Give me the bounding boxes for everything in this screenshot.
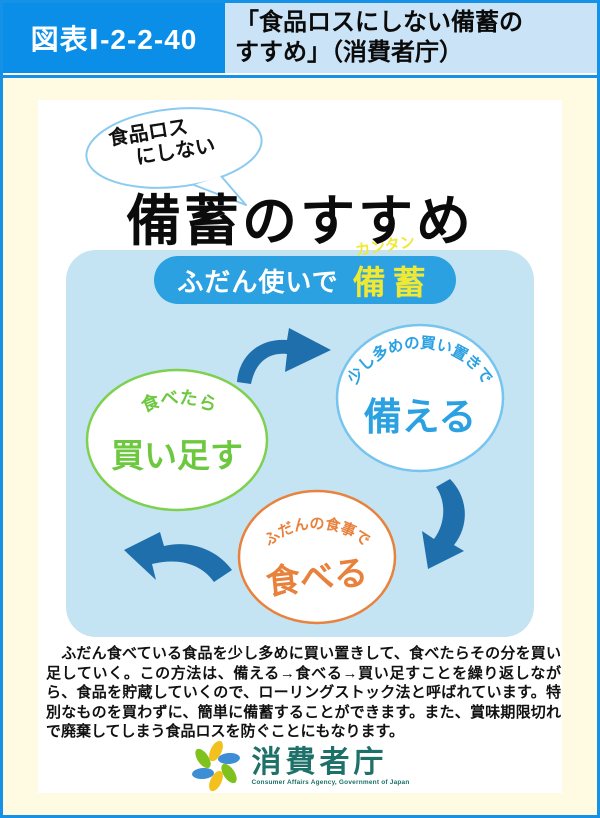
cycle-node-sonaeru: 少し多めの買い置きで 備える [335, 323, 505, 473]
description-paragraph: ふだん食べている食品を少し多めに買い置きして、食べたらその分を買い足していく。こ… [46, 645, 561, 740]
node-kaitasu-label: 買い足す [111, 437, 243, 474]
cycle-node-kaitasu: 食べたら 買い足す [85, 368, 269, 512]
agency-logo: 消費者庁 Consumer Affairs Agency, Government… [38, 740, 562, 792]
figure-number-label: 図表Ⅰ-2-2-40 [3, 3, 225, 73]
cycle-node-taberu: ふだんの食事で 食べる [237, 489, 397, 625]
poster-card: 食品ロス にしない 備蓄のすすめ ふだん使いで カンタン 備蓄 [38, 100, 562, 793]
figure-content: 食品ロス にしない 備蓄のすすめ ふだん使いで カンタン 備蓄 [3, 75, 597, 812]
figure-header: 図表Ⅰ-2-2-40 「食品ロスにしない備蓄の すすめ」（消費者庁） [3, 3, 597, 75]
figure-title: 「食品ロスにしない備蓄の すすめ」（消費者庁） [225, 3, 597, 73]
cycle-arrow-top-icon [237, 328, 331, 384]
cycle-arrow-right-icon [422, 479, 465, 569]
cycle-diagram: ふだん使いで カンタン 備蓄 [66, 233, 534, 637]
banner-pill: ふだん使いで カンタン 備蓄 [154, 233, 456, 304]
caa-pinwheel-icon [192, 740, 241, 792]
banner-text: ふだん使いで [177, 266, 339, 297]
agency-name-en: Consumer Affairs Agency, Government of J… [251, 779, 410, 786]
node-sonaeru-label: 備える [364, 397, 477, 439]
poster-title: 備蓄のすすめ [125, 190, 474, 252]
banner-yellow-group: カンタン 備蓄 [352, 233, 433, 304]
banner-bichiku-text: 備蓄 [352, 264, 433, 301]
cycle-arrow-left-icon [124, 532, 232, 582]
agency-logo-texts: 消費者庁 Consumer Affairs Agency, Government… [251, 746, 409, 786]
speech-bubble-shape [85, 107, 263, 206]
agency-name-ja: 消費者庁 [251, 746, 388, 779]
